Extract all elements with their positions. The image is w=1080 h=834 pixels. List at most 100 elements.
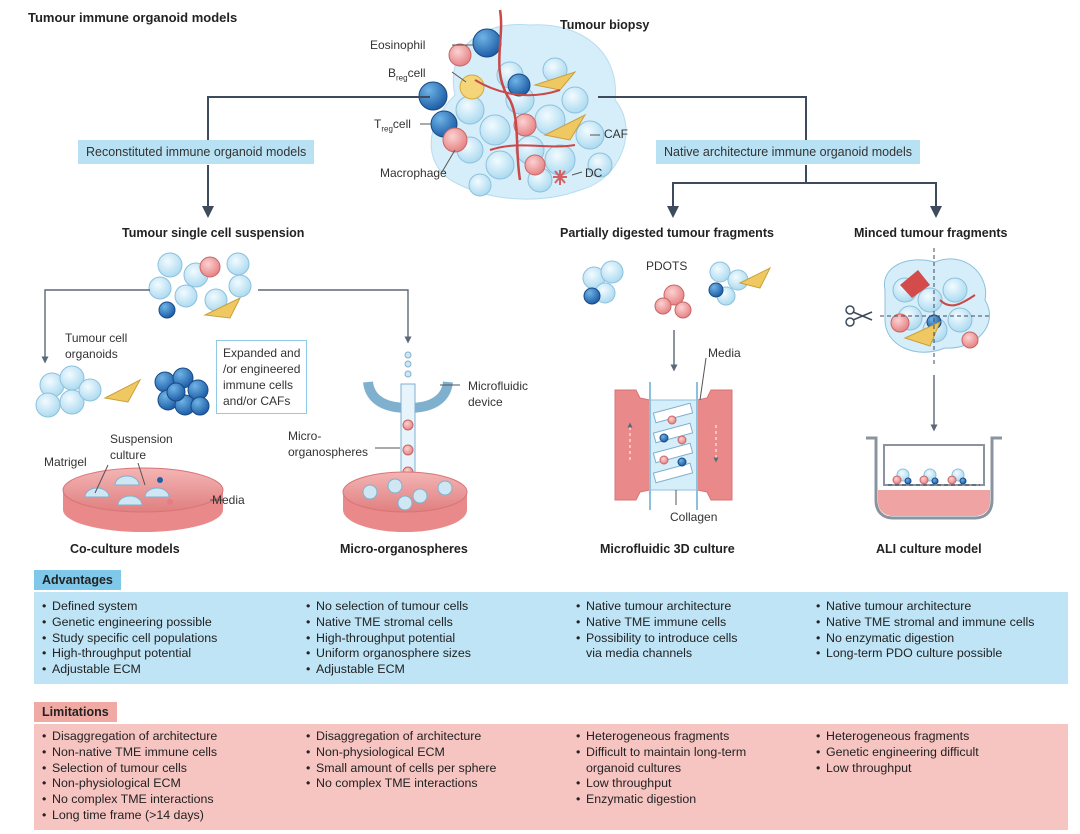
list-item: Adjustable ECM <box>42 662 217 678</box>
media-label-right: Media <box>708 346 741 360</box>
ali-title: ALI culture model <box>876 542 982 556</box>
figure-title: Tumour immune organoid models <box>28 10 238 25</box>
list-item: Possibility to introduce cells <box>576 631 738 647</box>
suspension-culture-label: Suspension culture <box>110 431 173 463</box>
list-item: High-throughput potential <box>42 646 217 662</box>
micro-organospheres-line1: Micro- <box>288 429 322 443</box>
breg-label-suffix: cell <box>407 66 426 80</box>
reconstituted-models-box: Reconstituted immune organoid models <box>78 140 315 164</box>
list-item: Native TME immune cells <box>576 615 738 631</box>
ali-transwell <box>866 436 1002 520</box>
partially-digested-heading: Partially digested tumour fragments <box>560 226 774 240</box>
list-item: No enzymatic digestion <box>816 631 1034 647</box>
treg-label-sub: reg <box>381 124 393 134</box>
list-item: Genetic engineering difficult <box>816 745 979 761</box>
microfluidic-device-line1: Microfluidic <box>468 379 529 393</box>
list-item: Native TME stromal cells <box>306 615 471 631</box>
expanded-callout-line2: /or engineered <box>223 362 301 376</box>
list-item: Disaggregation of architecture <box>42 729 217 745</box>
pdots-label: PDOTS <box>646 259 688 273</box>
list-item-continuation: via media channels <box>576 646 738 662</box>
biopsy-title: Tumour biopsy <box>560 18 650 32</box>
limitations-col-3: Heterogeneous fragments Difficult to mai… <box>576 729 746 808</box>
treg-label-main: T <box>374 117 382 131</box>
tumour-cell-organoids-line2: organoids <box>65 347 118 361</box>
advantages-col-2: No selection of tumour cells Native TME … <box>306 599 471 678</box>
list-item: Selection of tumour cells <box>42 761 217 777</box>
treg-label: Tregcell <box>374 117 411 133</box>
collagen-label: Collagen <box>670 510 718 524</box>
microfluidic-device-label: Microfluidic device <box>468 378 528 410</box>
microfluidic-device-illustration <box>342 351 468 532</box>
eosinophil-label: Eosinophil <box>370 38 426 52</box>
suspension-culture-line2: culture <box>110 448 147 462</box>
list-item: Study specific cell populations <box>42 631 217 647</box>
treg-label-suffix: cell <box>392 117 411 131</box>
suspension-culture-line1: Suspension <box>110 432 173 446</box>
list-item: Enzymatic digestion <box>576 792 746 808</box>
limitations-col-1: Disaggregation of architecture Non-nativ… <box>42 729 217 824</box>
list-item: Heterogeneous fragments <box>816 729 979 745</box>
matrigel-label: Matrigel <box>44 455 87 469</box>
media-label-left: Media <box>212 493 245 507</box>
macrophage-label: Macrophage <box>380 166 447 180</box>
pdots-cluster <box>582 260 772 372</box>
tumour-biopsy-illustration <box>418 9 627 200</box>
tumour-cell-organoids-line1: Tumour cell <box>65 331 128 345</box>
microfluidic-3d-title: Microfluidic 3D culture <box>600 542 735 556</box>
list-item: Low throughput <box>576 776 746 792</box>
expanded-cells-callout: Expanded and /or engineered immune cells… <box>216 340 308 414</box>
list-item: Low throughput <box>816 761 979 777</box>
list-item: Native TME stromal and immune cells <box>816 615 1034 631</box>
single-cell-cluster <box>148 252 252 319</box>
list-item: Native tumour architecture <box>576 599 738 615</box>
microfluidic-device-line2: device <box>468 395 503 409</box>
expanded-callout-line4: and/or CAFs <box>223 394 291 408</box>
list-item: Uniform organosphere sizes <box>306 646 471 662</box>
list-item: High-throughput potential <box>306 631 471 647</box>
list-item: Difficult to maintain long-term <box>576 745 746 761</box>
organoid-row <box>35 365 210 418</box>
breg-label: Bregcell <box>388 66 426 82</box>
minced-fragments <box>845 248 990 432</box>
expanded-callout-line1: Expanded and <box>223 346 301 360</box>
list-item: No complex TME interactions <box>306 776 496 792</box>
limitations-tag: Limitations <box>34 702 117 722</box>
list-item: Genetic engineering possible <box>42 615 217 631</box>
micro-organospheres-title: Micro-organospheres <box>340 542 468 556</box>
branch-connectors <box>202 96 942 218</box>
list-item: Disaggregation of architecture <box>306 729 496 745</box>
micro-organospheres-label: Micro- organospheres <box>288 428 368 460</box>
list-item: Small amount of cells per sphere <box>306 761 496 777</box>
list-item: No selection of tumour cells <box>306 599 471 615</box>
coculture-title: Co-culture models <box>70 542 180 556</box>
advantages-tag: Advantages <box>34 570 121 590</box>
list-item-continuation-text: via media channels <box>586 646 693 661</box>
list-item: No complex TME interactions <box>42 792 217 808</box>
tumour-cell-organoids-label: Tumour cell organoids <box>65 330 127 362</box>
minced-heading: Minced tumour fragments <box>854 226 1008 240</box>
dc-label: DC <box>585 166 603 180</box>
expanded-callout-line3: immune cells <box>223 378 294 392</box>
advantages-col-3: Native tumour architecture Native TME im… <box>576 599 738 662</box>
list-item: Long-term PDO culture possible <box>816 646 1034 662</box>
list-item-continuation: organoid cultures <box>576 761 746 777</box>
list-item: Non-physiological ECM <box>42 776 217 792</box>
list-item: Heterogeneous fragments <box>576 729 746 745</box>
advantages-col-1: Defined system Genetic engineering possi… <box>42 599 217 678</box>
limitations-col-2: Disaggregation of architecture Non-physi… <box>306 729 496 792</box>
advantages-col-4: Native tumour architecture Native TME st… <box>816 599 1034 662</box>
scissors-icon <box>845 305 873 327</box>
single-cell-heading: Tumour single cell suspension <box>122 226 305 240</box>
microfluidic-chip <box>614 357 733 510</box>
breg-label-main: B <box>388 66 397 80</box>
coculture-dish <box>62 462 224 532</box>
list-item: Native tumour architecture <box>816 599 1034 615</box>
single-cell-connectors <box>41 289 412 364</box>
caf-label: CAF <box>604 127 628 141</box>
list-item-continuation-text: organoid cultures <box>586 760 682 775</box>
list-item: Long time frame (>14 days) <box>42 808 217 824</box>
list-item: Non-native TME immune cells <box>42 745 217 761</box>
list-item: Defined system <box>42 599 217 615</box>
